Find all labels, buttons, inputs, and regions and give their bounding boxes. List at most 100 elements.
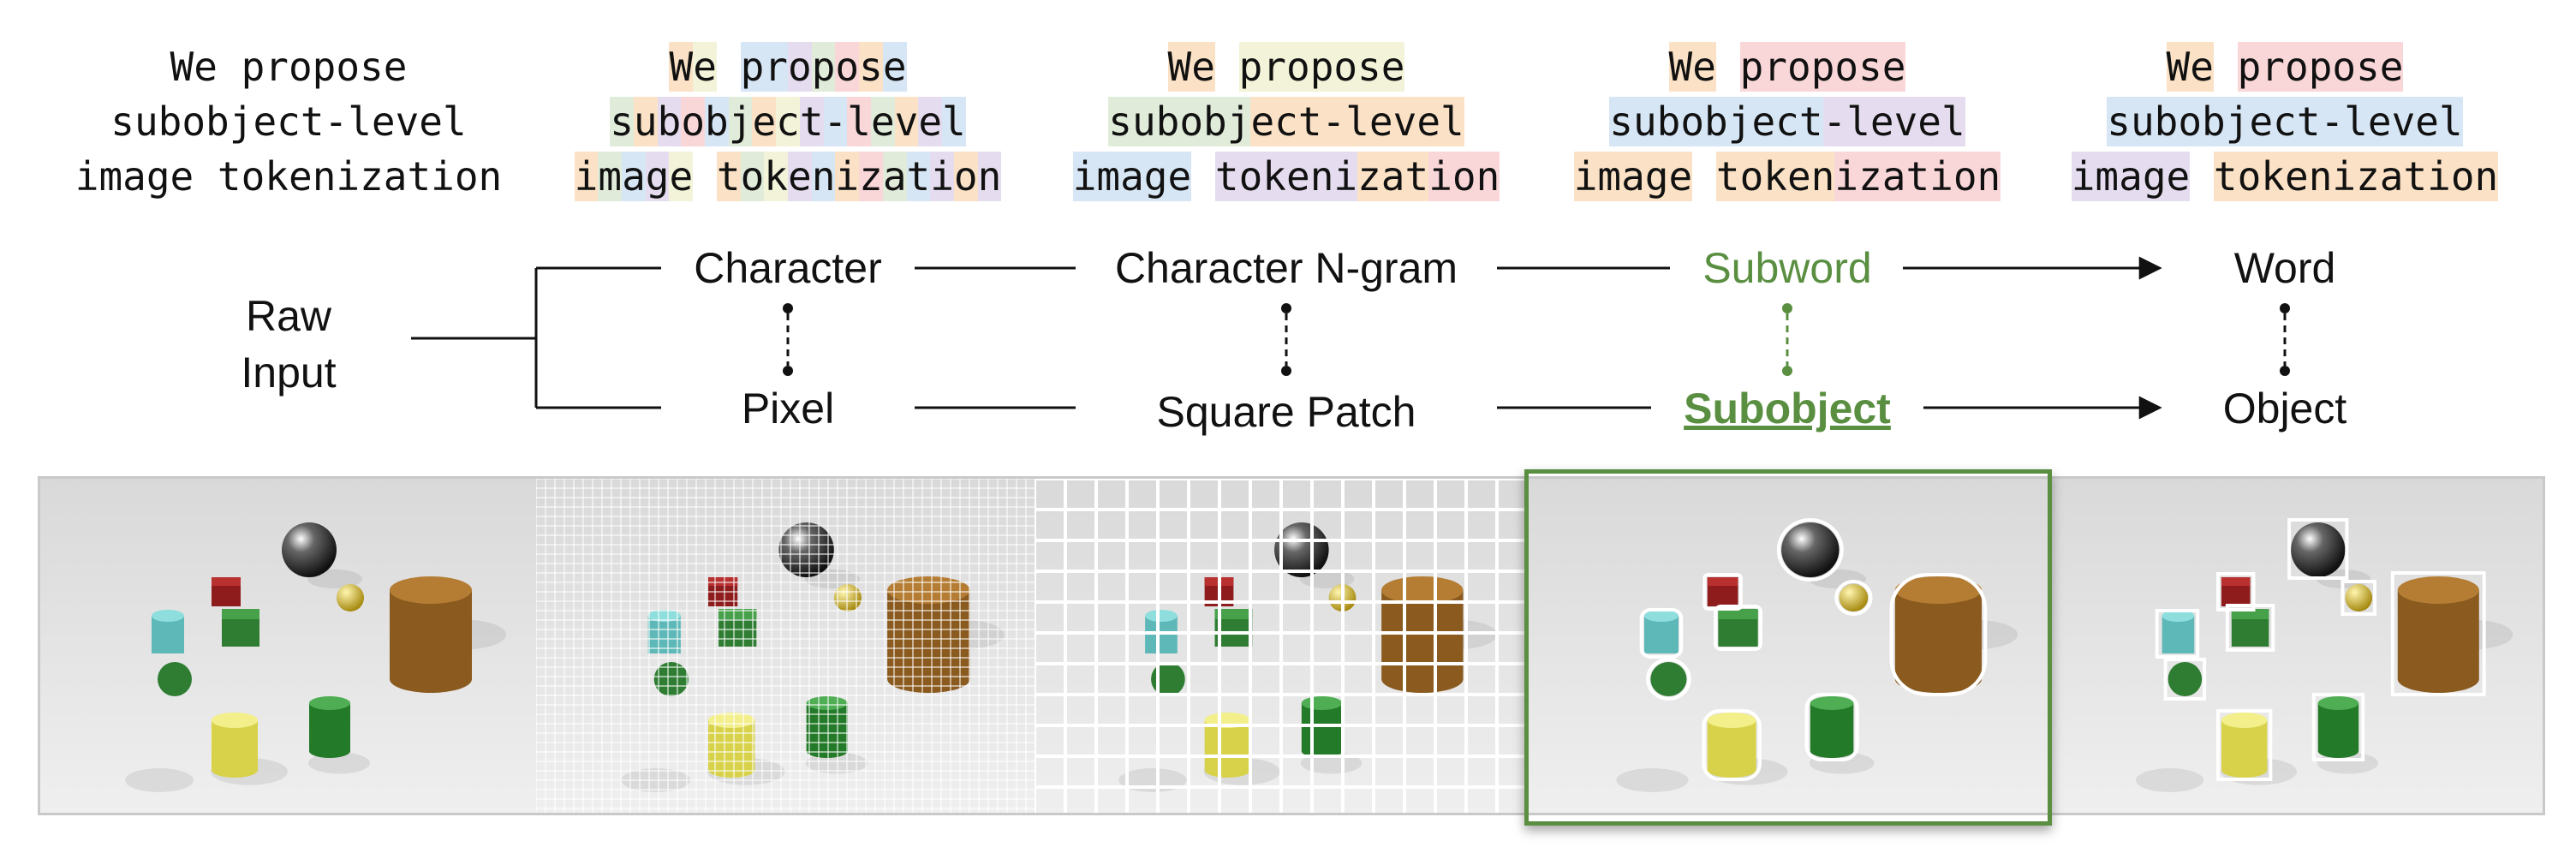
token	[2213, 42, 2238, 92]
raw-input-line-1: Raw	[245, 292, 332, 340]
token: b	[657, 97, 682, 146]
token: ion	[1428, 152, 1500, 201]
token: pose	[1309, 42, 1405, 92]
sentence-line: image tokenization	[1547, 149, 2027, 204]
token: ect	[1250, 97, 1322, 146]
token: k	[764, 152, 788, 201]
object-panel	[2052, 479, 2543, 813]
label-pixel: Pixel	[741, 385, 835, 432]
token: e	[669, 152, 694, 201]
token: subobject-level	[2107, 97, 2463, 146]
token: token	[1715, 152, 1835, 201]
token: o	[788, 42, 812, 92]
raw-image-panel	[40, 479, 536, 813]
token: im	[1072, 152, 1121, 201]
token: e	[752, 97, 777, 146]
token: We	[1167, 42, 1215, 92]
square-patch-panel-image	[1035, 479, 1527, 813]
token: -level	[1822, 97, 1965, 146]
sentence-line: We propose	[548, 39, 1028, 94]
raw-image-panel-image	[40, 479, 536, 813]
label-character-ngram: Character N-gram	[1114, 244, 1458, 292]
token: n	[977, 152, 1002, 201]
dashed-link-word-object	[2280, 303, 2290, 376]
token: propose	[2237, 42, 2404, 92]
image-strip-frame	[38, 476, 2545, 815]
token: o	[740, 152, 765, 201]
pixel-grid-panel	[536, 479, 1035, 813]
dashed-link-character-pixel	[783, 303, 793, 376]
token: c	[776, 97, 800, 146]
token: vel	[1392, 97, 1464, 146]
label-character: Character	[694, 244, 882, 292]
subobject-highlight-frame	[1524, 469, 2052, 826]
token: u	[633, 97, 658, 146]
token	[1715, 42, 1740, 92]
token: p	[740, 42, 765, 92]
token: e	[882, 42, 907, 92]
token: l	[847, 97, 871, 146]
token: t	[799, 97, 824, 146]
token: -	[823, 97, 848, 146]
token: pro	[1238, 42, 1310, 92]
sentence-line: image tokenization	[548, 149, 1028, 204]
token: v	[894, 97, 919, 146]
token: W	[669, 42, 694, 92]
token: We	[1668, 42, 1716, 92]
subobject-panel	[1527, 479, 2049, 813]
sentence-line: subobject-level	[1046, 94, 1526, 149]
token: t	[906, 152, 931, 201]
token: obj	[1179, 97, 1251, 146]
label-square-patch: Square Patch	[1156, 388, 1416, 436]
square-patch-panel	[1035, 479, 1527, 813]
token: e	[788, 152, 812, 201]
token	[1214, 42, 1239, 92]
sentence-line: image tokenization	[1046, 149, 1526, 204]
token: image tokenization	[75, 153, 503, 200]
sentence-line: We propose	[1046, 39, 1526, 94]
token: l	[942, 97, 966, 146]
label-subword: Subword	[1702, 244, 1872, 292]
label-object: Object	[2222, 385, 2347, 432]
token: subobject	[1609, 97, 1823, 146]
token	[1692, 152, 1716, 201]
token: i	[835, 152, 860, 201]
token: tok	[1214, 152, 1286, 201]
subobject-panel-image	[1527, 479, 2049, 813]
token: image	[2071, 152, 2191, 201]
token: age	[1120, 152, 1192, 201]
token: j	[728, 97, 753, 146]
token: tokenization	[2213, 152, 2499, 201]
sentence-line: We propose	[49, 39, 528, 94]
token: o	[835, 42, 860, 92]
sentence-line: subobject-level	[2045, 94, 2525, 149]
token	[716, 42, 741, 92]
raw-input-line-2: Input	[241, 349, 337, 397]
token: n	[811, 152, 836, 201]
token: t	[716, 152, 741, 201]
label-word: Word	[2233, 244, 2336, 292]
token: -le	[1321, 97, 1393, 146]
token: o	[681, 97, 706, 146]
token: g	[645, 152, 670, 201]
token: z	[859, 152, 883, 201]
token: i	[574, 152, 599, 201]
token: p	[811, 42, 836, 92]
token: eni	[1286, 152, 1358, 201]
object-panel-image	[2052, 479, 2543, 813]
sentence-line: We propose	[2045, 39, 2525, 94]
token: m	[598, 152, 623, 201]
connector-lines	[411, 256, 2290, 420]
sentence-line: image tokenization	[49, 149, 528, 204]
dashed-link-subword-subobject	[1782, 303, 1792, 376]
raw-input-label: Raw Input	[241, 288, 336, 401]
token: subobject-level	[110, 98, 467, 145]
token: o	[953, 152, 978, 201]
token: sub	[1108, 97, 1180, 146]
token: s	[859, 42, 883, 92]
